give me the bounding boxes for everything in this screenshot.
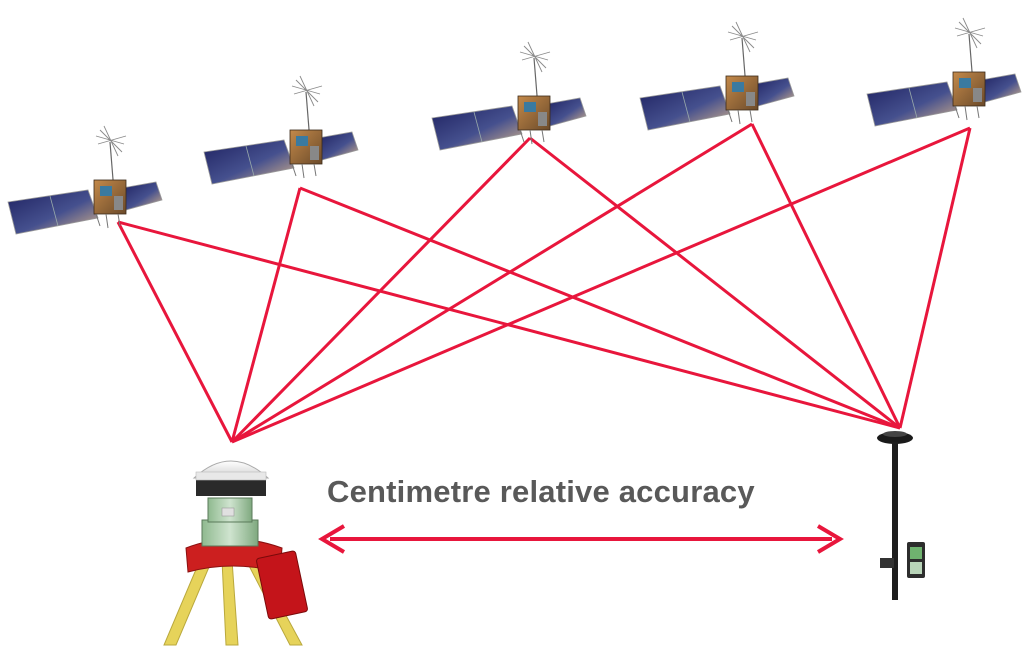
- base-station-icon: [163, 460, 308, 646]
- satellite-icon: [203, 75, 359, 185]
- signal-line: [529, 136, 901, 430]
- satellite-icon: [639, 21, 795, 131]
- satellite-icon: [866, 17, 1022, 127]
- signal-line: [231, 122, 753, 444]
- satellite-icon: [431, 41, 587, 151]
- signal-line: [230, 136, 532, 444]
- signal-lines: [116, 122, 972, 444]
- signal-line: [230, 187, 302, 443]
- signal-line: [116, 221, 234, 443]
- satellite-icon: [7, 125, 163, 235]
- signal-line: [299, 186, 901, 430]
- double-arrow-icon: [318, 524, 844, 554]
- signal-line: [750, 123, 902, 429]
- accuracy-caption: Centimetre relative accuracy: [327, 474, 755, 509]
- signal-line: [231, 126, 971, 444]
- rover-pole-icon: [877, 431, 925, 600]
- signal-line: [898, 127, 972, 429]
